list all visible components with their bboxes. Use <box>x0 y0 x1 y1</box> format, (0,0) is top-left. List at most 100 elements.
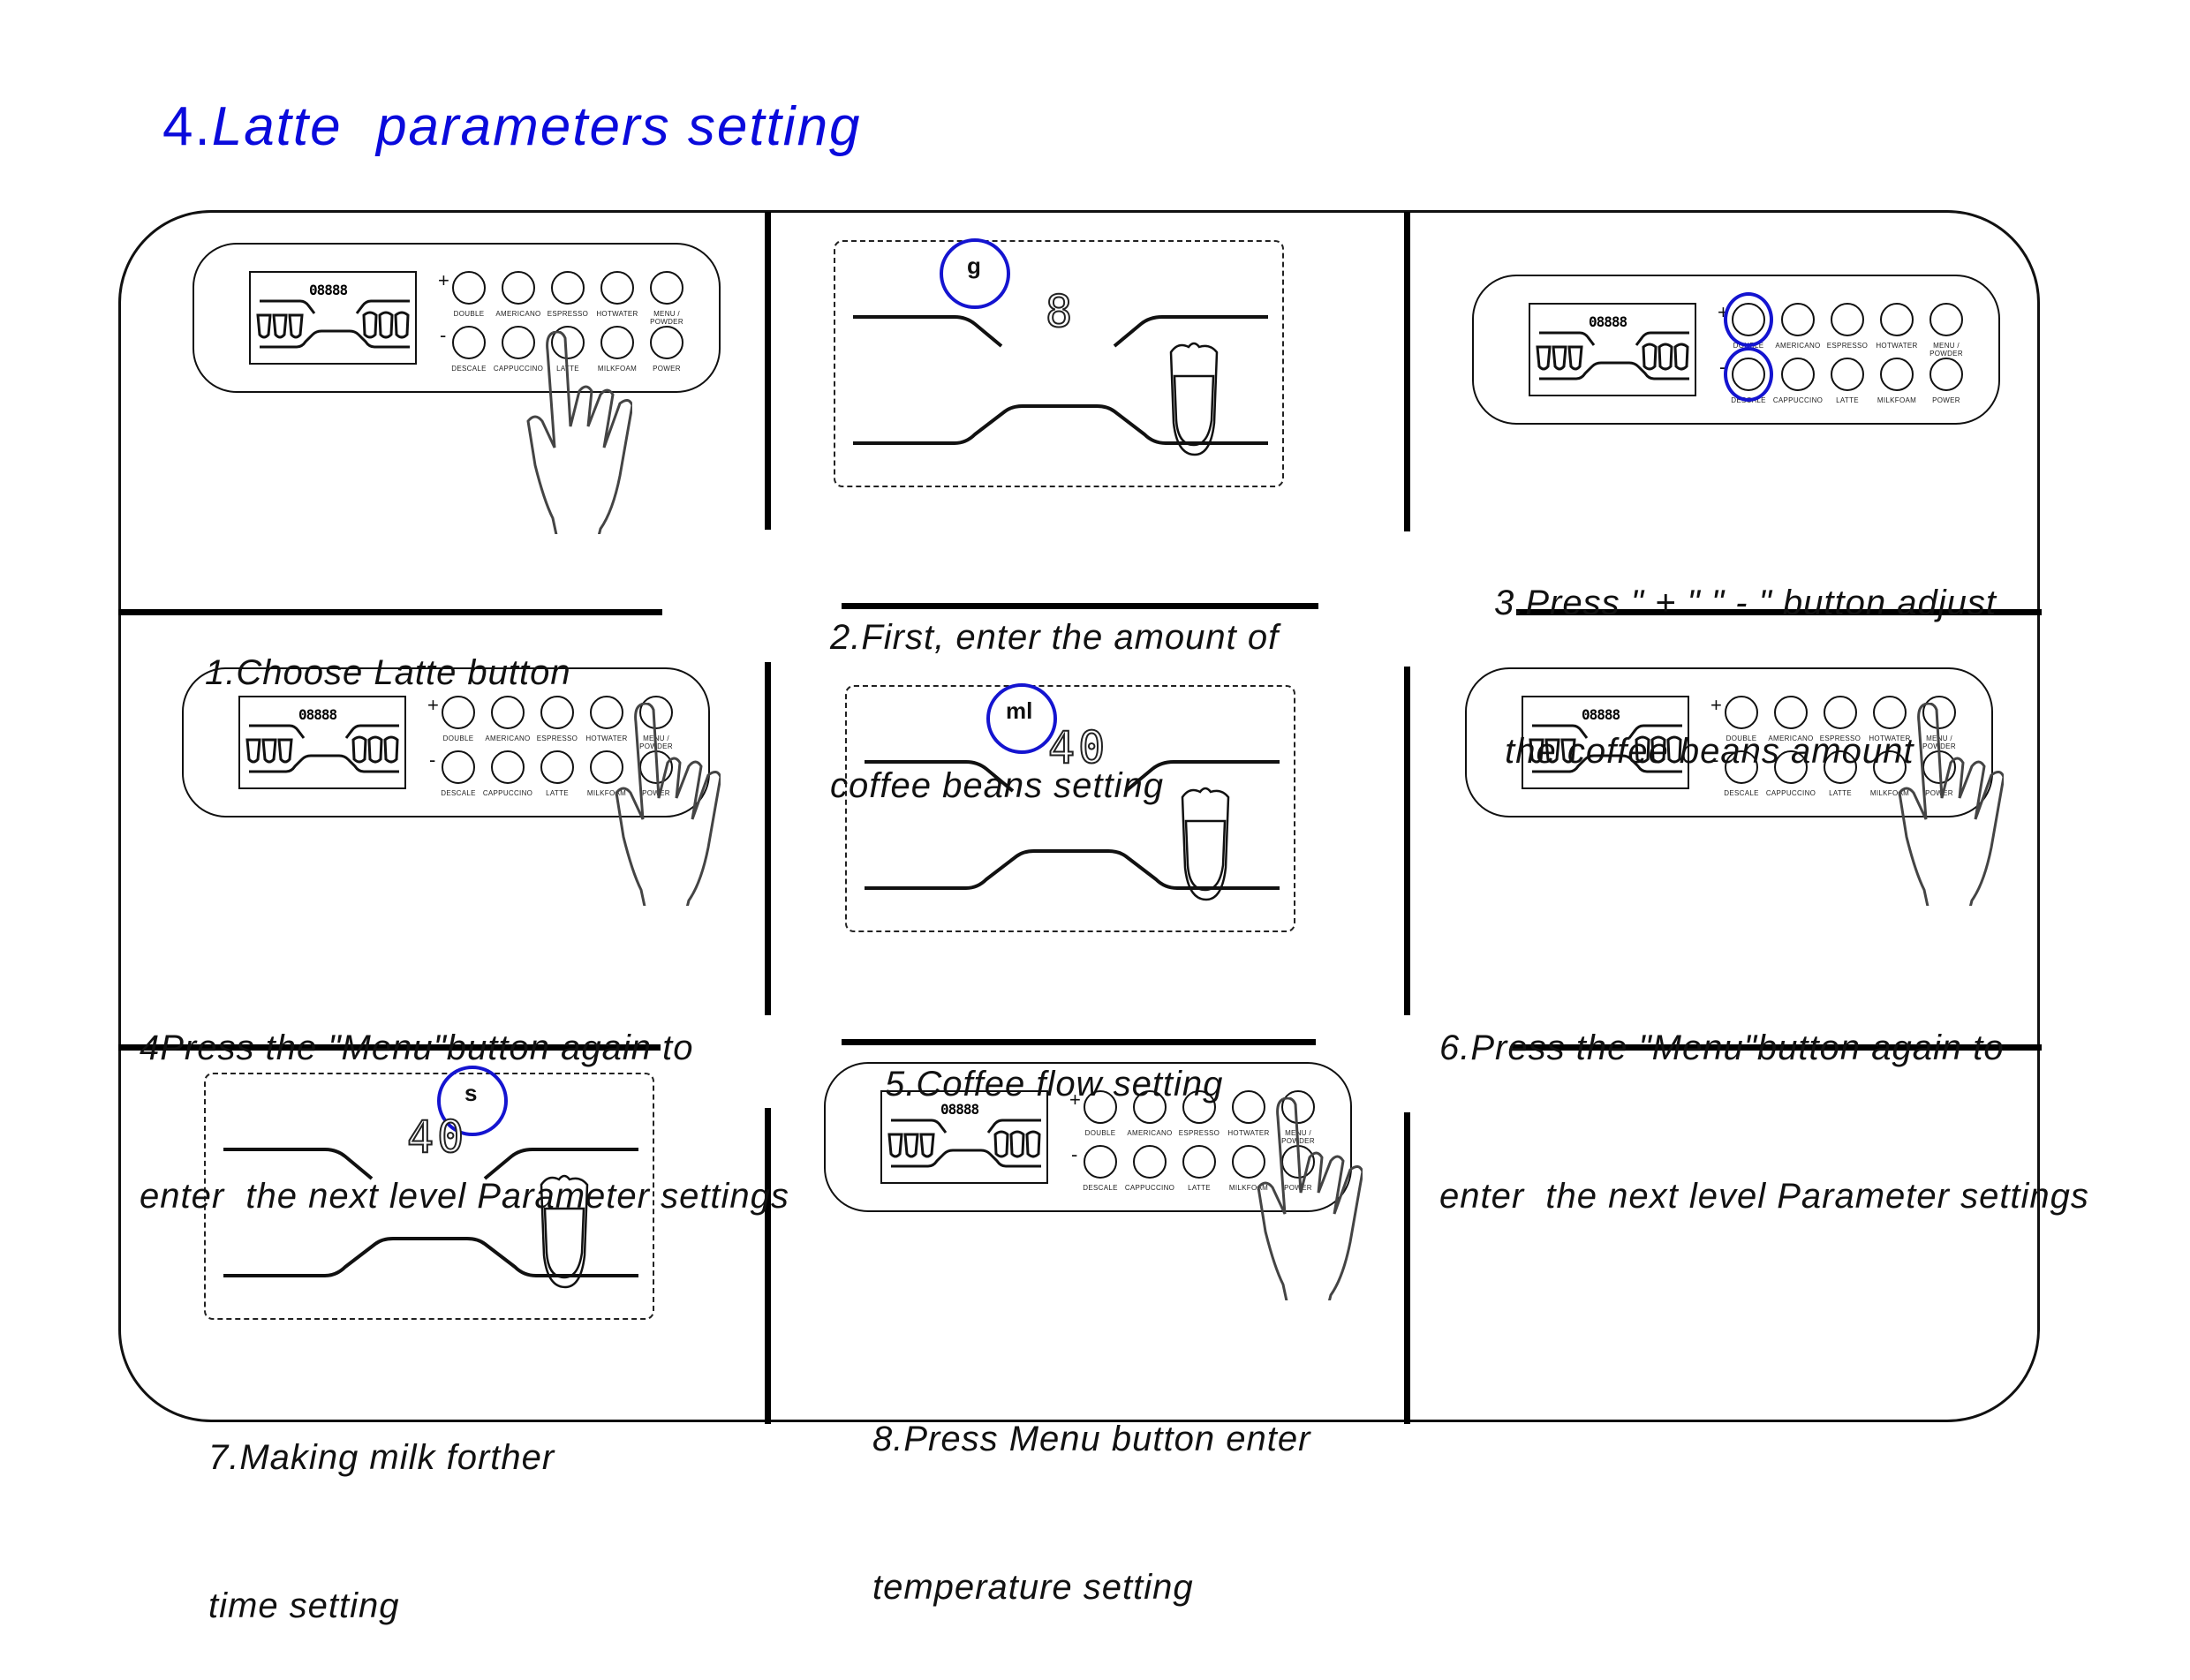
button-espresso[interactable] <box>551 271 585 305</box>
step-4-caption: 4Press the "Menu"button again to enter t… <box>140 924 789 1270</box>
button-double[interactable] <box>452 271 486 305</box>
button-milkfoam[interactable] <box>590 750 623 784</box>
button-americano[interactable] <box>1774 696 1808 729</box>
divider-horizontal <box>842 1039 1316 1045</box>
button-milkfoam[interactable] <box>1873 750 1907 784</box>
lcd-screen: 08888 <box>249 271 417 365</box>
button-label: POWER <box>1925 789 1953 797</box>
button-label: HOTWATER <box>1227 1129 1270 1137</box>
divider-vertical <box>765 662 771 1015</box>
title-text: Latte parameters setting <box>211 96 862 157</box>
plus-sign: + <box>1069 1089 1081 1111</box>
minus-sign: - <box>1712 749 1719 771</box>
button-double[interactable] <box>442 696 475 729</box>
button-cappuccino[interactable] <box>1774 750 1808 784</box>
button-hotwater[interactable] <box>600 271 634 305</box>
button-label: AMERICANO <box>1775 342 1821 350</box>
display-unit: g <box>967 252 981 279</box>
step-1-caption: 1.Choose Latte button <box>205 549 571 747</box>
hand-pointer-icon <box>1871 702 2005 915</box>
button-label: AMERICANO <box>1768 735 1814 742</box>
button-menu-powder[interactable] <box>1922 696 1956 729</box>
button-latte[interactable] <box>540 750 574 784</box>
button-label: DOUBLE <box>1726 735 1757 742</box>
button-milkfoam[interactable] <box>1232 1145 1265 1179</box>
button-label: CAPPUCCINO <box>1765 789 1816 797</box>
button-latte[interactable] <box>551 326 585 359</box>
button-milkfoam[interactable] <box>600 326 634 359</box>
button-label: POWER <box>1284 1184 1312 1192</box>
caption-line: enter the next level Parameter settings <box>1439 1177 2089 1216</box>
button-label: DESCALE <box>1724 789 1759 797</box>
button-latte[interactable] <box>1824 750 1857 784</box>
button-descale[interactable] <box>442 750 475 784</box>
button-latte[interactable] <box>1831 358 1864 391</box>
button-double[interactable] <box>1725 696 1758 729</box>
divider-horizontal <box>118 1044 661 1051</box>
button-label: MENU / POWDER <box>650 310 683 326</box>
button-menu-powder[interactable] <box>650 271 683 305</box>
button-cappuccino[interactable] <box>1781 358 1815 391</box>
button-double[interactable] <box>1084 1090 1117 1124</box>
caption-line: the coffee beans amount <box>1494 732 1914 771</box>
button-espresso[interactable] <box>1831 303 1864 336</box>
hand-pointer-icon <box>1230 1096 1364 1310</box>
highlight-ring <box>1724 292 1773 347</box>
button-label: AMERICANO <box>1127 1129 1173 1137</box>
page-title: 4.Latte parameters setting <box>162 95 862 158</box>
button-power[interactable] <box>1929 358 1963 391</box>
button-espresso[interactable] <box>1824 696 1857 729</box>
caption-line: enter the next level Parameter settings <box>140 1177 789 1216</box>
button-label: DOUBLE <box>453 310 485 318</box>
divider-vertical <box>1404 667 1410 1015</box>
button-hotwater[interactable] <box>1873 696 1907 729</box>
lcd-digits: 08888 <box>309 282 348 298</box>
button-cappuccino[interactable] <box>1133 1145 1167 1179</box>
caption-line: 7.Making milk forther <box>208 1438 555 1477</box>
button-descale[interactable] <box>452 326 486 359</box>
title-number: 4. <box>162 96 212 157</box>
button-label: POWER <box>653 365 681 373</box>
button-label: HOTWATER <box>1869 735 1911 742</box>
hand-pointer-icon <box>500 330 634 544</box>
hand-pointer-icon <box>588 702 722 915</box>
button-hotwater[interactable] <box>1232 1090 1265 1124</box>
lcd-graphic <box>1529 724 1682 773</box>
minus-sign: - <box>1071 1143 1078 1165</box>
step-5-caption: 5.Coffee flow setting <box>885 961 1223 1158</box>
button-americano[interactable] <box>491 696 525 729</box>
button-cappuccino[interactable] <box>502 326 535 359</box>
display-value: 8 <box>1045 285 1076 338</box>
button-label: HOTWATER <box>585 735 628 742</box>
button-hotwater[interactable] <box>590 696 623 729</box>
button-americano[interactable] <box>502 271 535 305</box>
button-power[interactable] <box>650 326 683 359</box>
button-menu-powder[interactable] <box>1281 1090 1315 1124</box>
display-value: 40 <box>406 1111 468 1164</box>
button-label: CAPPUCCINO <box>482 789 533 797</box>
button-descale[interactable] <box>1725 750 1758 784</box>
caption-line: 5.Coffee flow setting <box>885 1065 1224 1104</box>
lcd-screen: 08888 <box>238 696 406 789</box>
lcd-digits: 08888 <box>1582 706 1620 723</box>
display-value: 40 <box>1047 721 1109 774</box>
button-espresso[interactable] <box>540 696 574 729</box>
button-cappuccino[interactable] <box>491 750 525 784</box>
button-menu-powder[interactable] <box>639 696 673 729</box>
button-latte[interactable] <box>1182 1145 1216 1179</box>
button-milkfoam[interactable] <box>1880 358 1914 391</box>
step-3-caption: 3.Press " + " " - " button adjust the co… <box>1494 479 1997 825</box>
button-label: DOUBLE <box>442 735 474 742</box>
button-americano[interactable] <box>1781 303 1815 336</box>
button-descale[interactable] <box>1084 1145 1117 1179</box>
lcd-digits: 08888 <box>1589 313 1627 330</box>
button-espresso[interactable] <box>1182 1090 1216 1124</box>
lcd-graphic <box>887 1119 1041 1168</box>
button-hotwater[interactable] <box>1880 303 1914 336</box>
button-menu-powder[interactable] <box>1929 303 1963 336</box>
button-americano[interactable] <box>1133 1090 1167 1124</box>
caption-line: 8.Press Menu button enter <box>872 1420 1311 1458</box>
